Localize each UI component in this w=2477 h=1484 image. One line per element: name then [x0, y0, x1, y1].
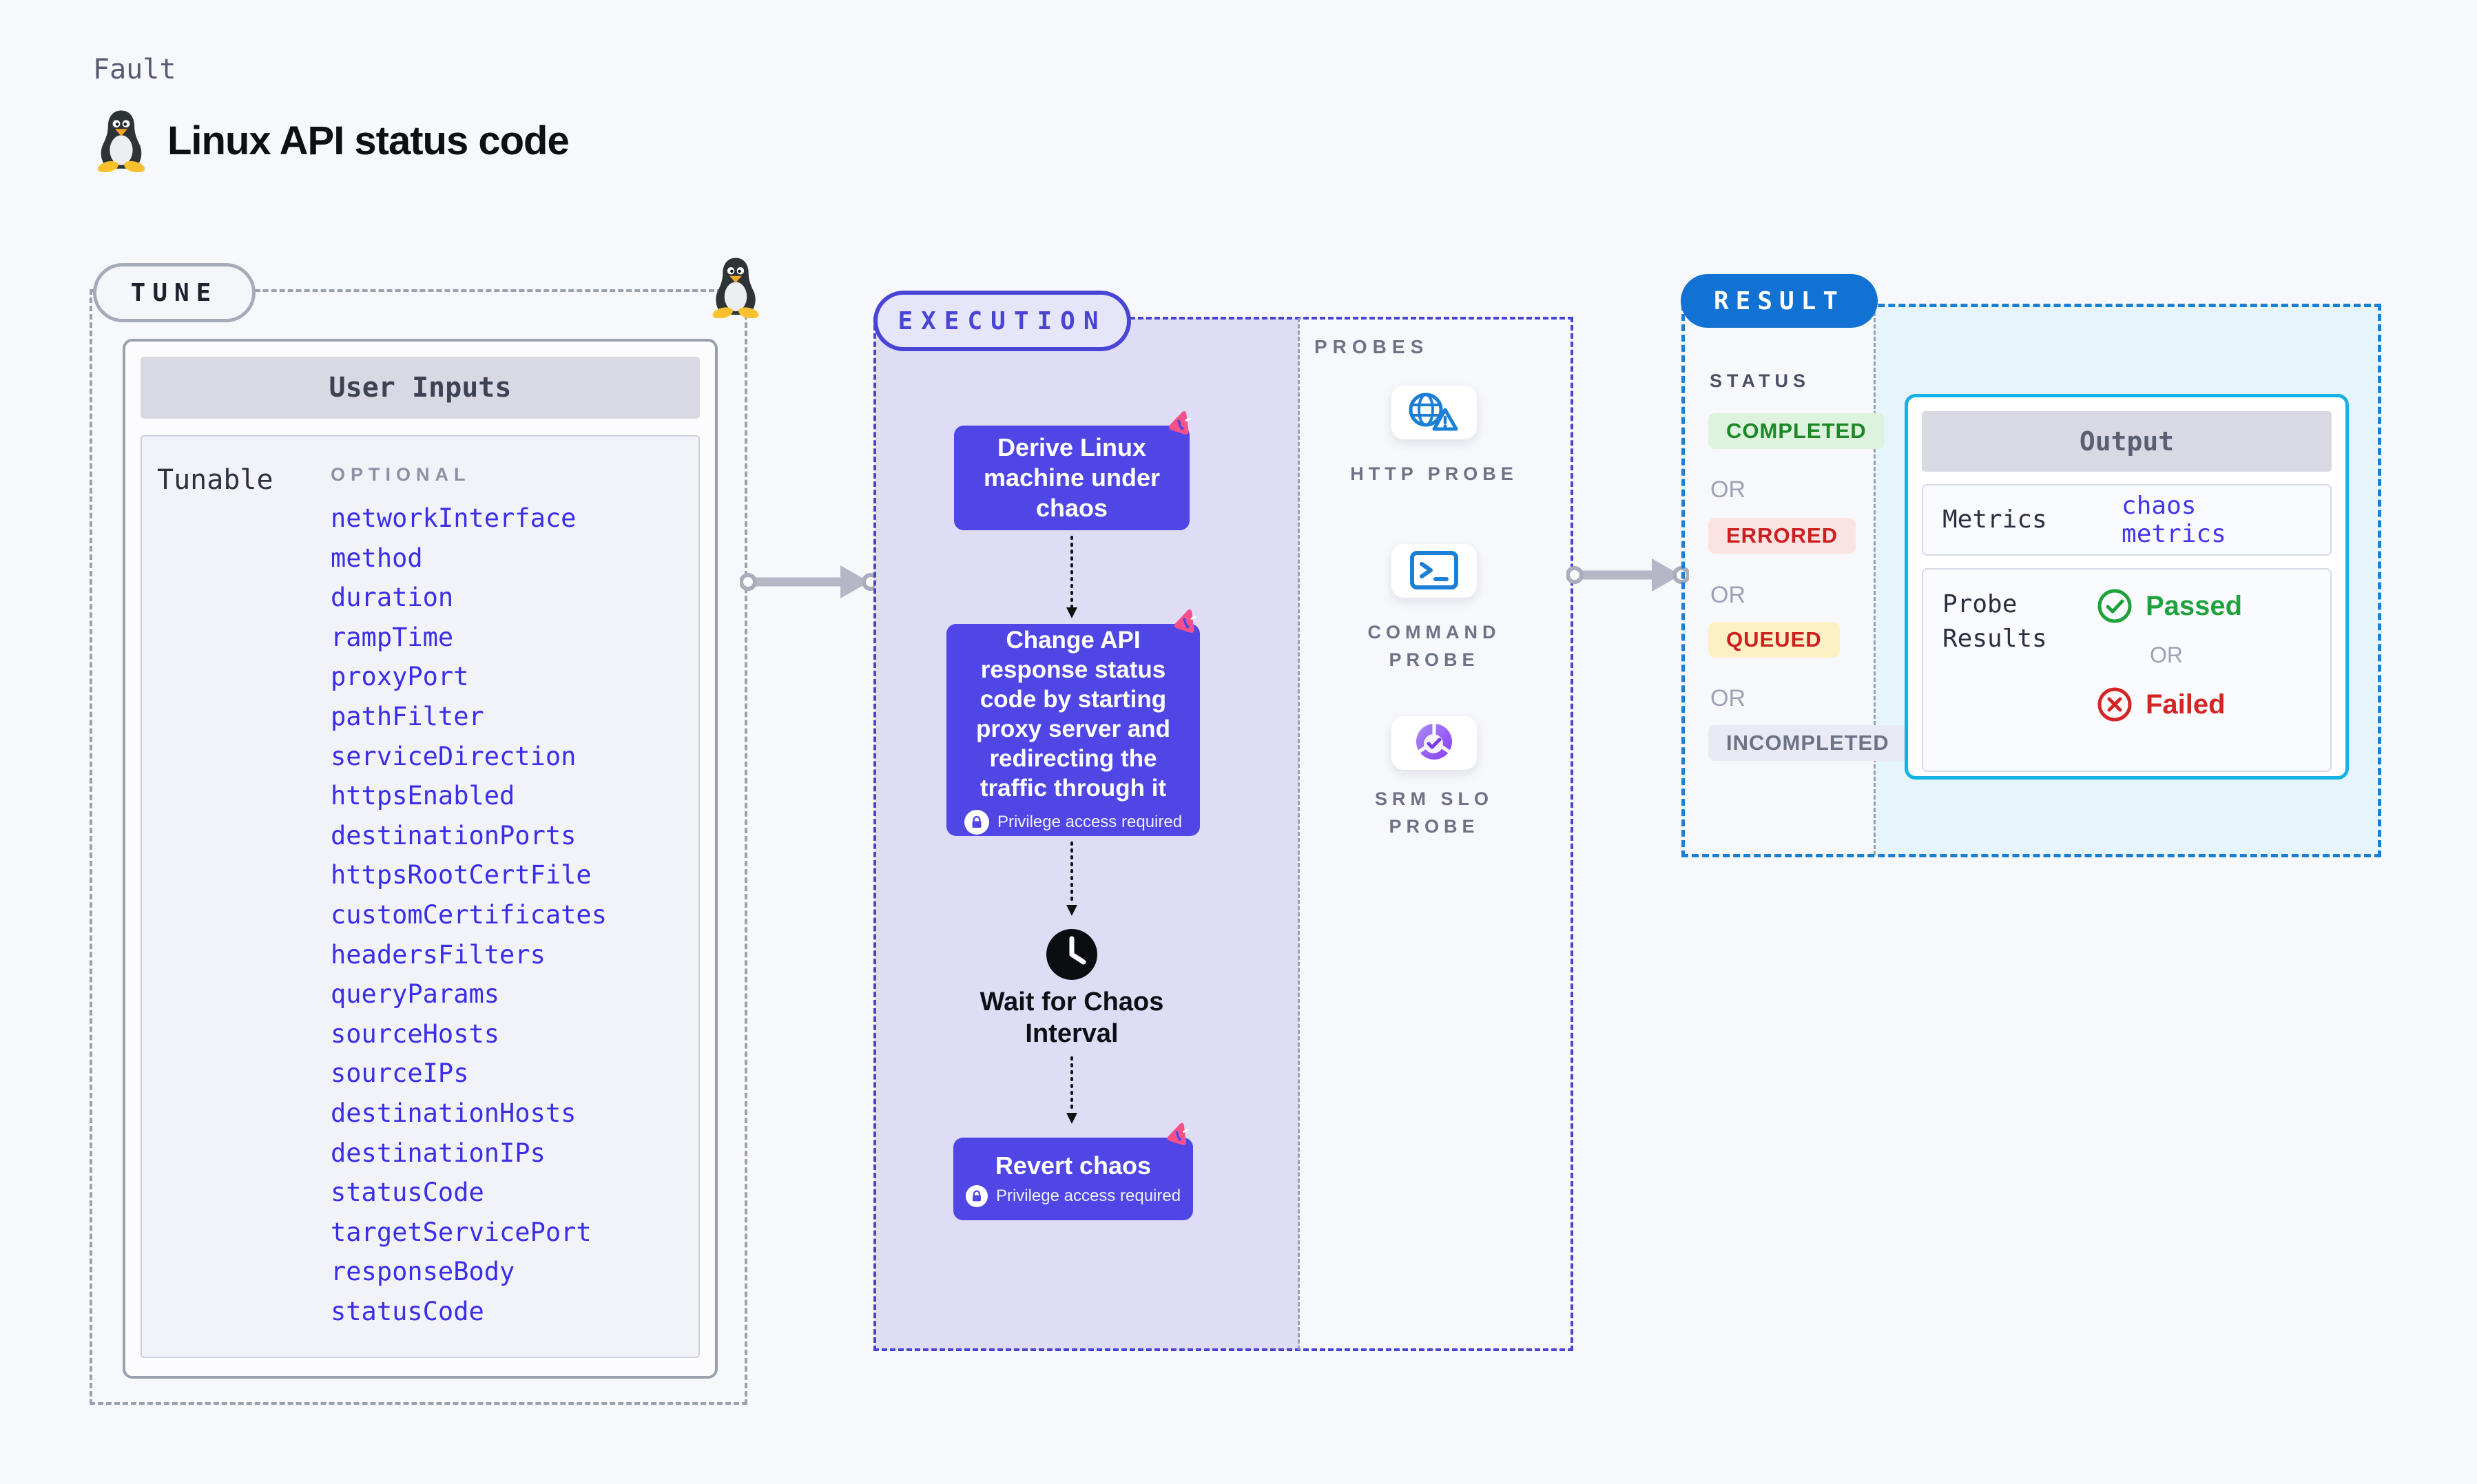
or-label: OR — [2150, 642, 2183, 667]
tunable-param: sourceIPs — [331, 1058, 469, 1089]
lock-icon — [964, 810, 989, 835]
tunable-param: sourceHosts — [331, 1018, 500, 1049]
srm-slo-probe-card — [1391, 716, 1477, 770]
execution-label: EXECUTION — [873, 291, 1131, 351]
privilege-label: Privilege access required — [995, 1187, 1181, 1205]
fault-kicker: Fault — [93, 54, 176, 85]
tunable-row-label: Tunable — [157, 464, 273, 496]
or-label: OR — [1710, 582, 1745, 608]
tune-to-execution-arrow — [740, 565, 878, 598]
wait-for-chaos-label: Wait for Chaos Interval — [980, 987, 1164, 1048]
litmus-chaos-icon — [1165, 1120, 1193, 1146]
step-change-status-code: Change API response status code by start… — [946, 624, 1200, 836]
tunable-param: method — [331, 543, 423, 573]
step-text: Derive Linux machine under chaos — [983, 433, 1161, 522]
metrics-row: Metrics chaos metrics — [1922, 484, 2332, 556]
tune-label: TUNE — [93, 263, 256, 322]
tunable-param: statusCode — [331, 1296, 484, 1326]
tunable-param: networkInterface — [331, 503, 577, 533]
step-revert-chaos: Revert chaos Privilege access required — [953, 1138, 1193, 1220]
or-label: OR — [1710, 477, 1745, 503]
flow-arrow-down — [1066, 842, 1077, 916]
status-heading: STATUS — [1710, 370, 1810, 391]
status-badge-incompleted: INCOMPLETED — [1708, 725, 1907, 761]
optional-column-label: OPTIONAL — [331, 464, 471, 485]
flow-arrow-down — [1066, 1056, 1077, 1124]
metrics-label: Metrics — [1942, 505, 2047, 534]
x-circle-icon — [2097, 687, 2132, 722]
status-badge-errored: ERRORED — [1708, 518, 1856, 554]
or-label: OR — [1710, 685, 1745, 711]
tunable-param: customCertificates — [331, 899, 607, 930]
step-derive-machine: Derive Linux machine under chaos — [954, 426, 1190, 530]
step-text: Revert chaos — [995, 1151, 1152, 1180]
passed-row: Passed — [2096, 587, 2242, 625]
http-probe-label: HTTP PROBE — [1350, 463, 1518, 484]
tunable-param: pathFilter — [331, 701, 484, 731]
tunable-param: destinationIPs — [331, 1138, 546, 1168]
tunable-param: destinationHosts — [331, 1098, 577, 1128]
slo-gauge-icon — [1416, 722, 1452, 760]
lock-icon — [965, 1185, 988, 1207]
litmus-chaos-icon — [1172, 606, 1201, 634]
probe-results-values: Passed OR Failed — [2096, 587, 2242, 723]
tunable-param: destinationPorts — [331, 820, 577, 850]
tunable-param: httpsEnabled — [331, 781, 515, 811]
output-header: Output — [1922, 411, 2332, 472]
user-inputs-body: Tunable OPTIONAL networkInterface method d… — [141, 435, 700, 1358]
probes-label: PROBES — [1314, 336, 1429, 357]
tunable-param: rampTime — [331, 622, 454, 652]
probe-results-label: Probe Results — [1942, 590, 2047, 653]
passed-label: Passed — [2146, 590, 2243, 621]
user-inputs-card: User Inputs Tunable OPTIONAL networkInte… — [123, 339, 718, 1379]
tunable-param: statusCode — [331, 1178, 484, 1208]
probe-results-row: Probe Results Passed OR Failed — [1922, 568, 2332, 772]
probes-divider — [1298, 318, 1300, 1350]
output-card: Output Metrics chaos metrics Probe Resul… — [1905, 394, 2349, 780]
tunable-param: duration — [331, 583, 454, 613]
srm-slo-probe-label: SRM SLO PROBE — [1374, 788, 1493, 837]
execution-to-result-arrow — [1566, 558, 1689, 592]
metrics-value: chaos metrics — [2122, 492, 2226, 548]
command-probe-label: COMMAND PROBE — [1367, 622, 1501, 670]
tunable-params-list: networkInterface method duration rampTime pr… — [331, 499, 607, 1331]
tunable-param: proxyPort — [331, 662, 469, 692]
http-probe-card — [1391, 386, 1477, 439]
command-probe-card — [1391, 544, 1477, 598]
result-section-outline — [1681, 304, 2381, 857]
privilege-note: Privilege access required — [964, 810, 1182, 835]
globe-alert-icon — [1409, 393, 1458, 431]
terminal-icon — [1410, 551, 1458, 589]
litmus-chaos-icon — [1167, 408, 1196, 435]
tunable-param: queryParams — [331, 979, 500, 1010]
result-label: RESULT — [1681, 274, 1878, 328]
title-row: Linux API status code — [93, 109, 570, 172]
tunable-param: targetServicePort — [331, 1217, 592, 1247]
user-inputs-header: User Inputs — [141, 357, 700, 419]
flow-arrow-down — [1066, 536, 1077, 618]
tux-penguin-icon — [711, 258, 760, 318]
clock-icon — [1046, 929, 1097, 980]
tune-section-outline — [90, 289, 747, 1405]
tunable-param: headersFilters — [331, 939, 546, 970]
step-text: Change API response status code by start… — [975, 627, 1171, 802]
tunable-param: responseBody — [331, 1257, 515, 1287]
failed-row: Failed — [2096, 686, 2242, 723]
status-badge-queued: QUEUED — [1708, 622, 1840, 658]
result-divider — [1874, 306, 1876, 855]
privilege-note: Privilege access required — [965, 1185, 1181, 1207]
check-circle-icon — [2097, 589, 2132, 623]
tunable-param: httpsRootCertFile — [331, 860, 592, 890]
privilege-label: Privilege access required — [997, 813, 1183, 831]
execution-section-outline — [873, 317, 1573, 1351]
tux-penguin-icon — [96, 110, 146, 172]
tunable-param: serviceDirection — [331, 741, 577, 771]
page-title: Linux API status code — [167, 118, 570, 163]
failed-label: Failed — [2146, 689, 2226, 720]
status-badge-completed: COMPLETED — [1708, 413, 1885, 449]
